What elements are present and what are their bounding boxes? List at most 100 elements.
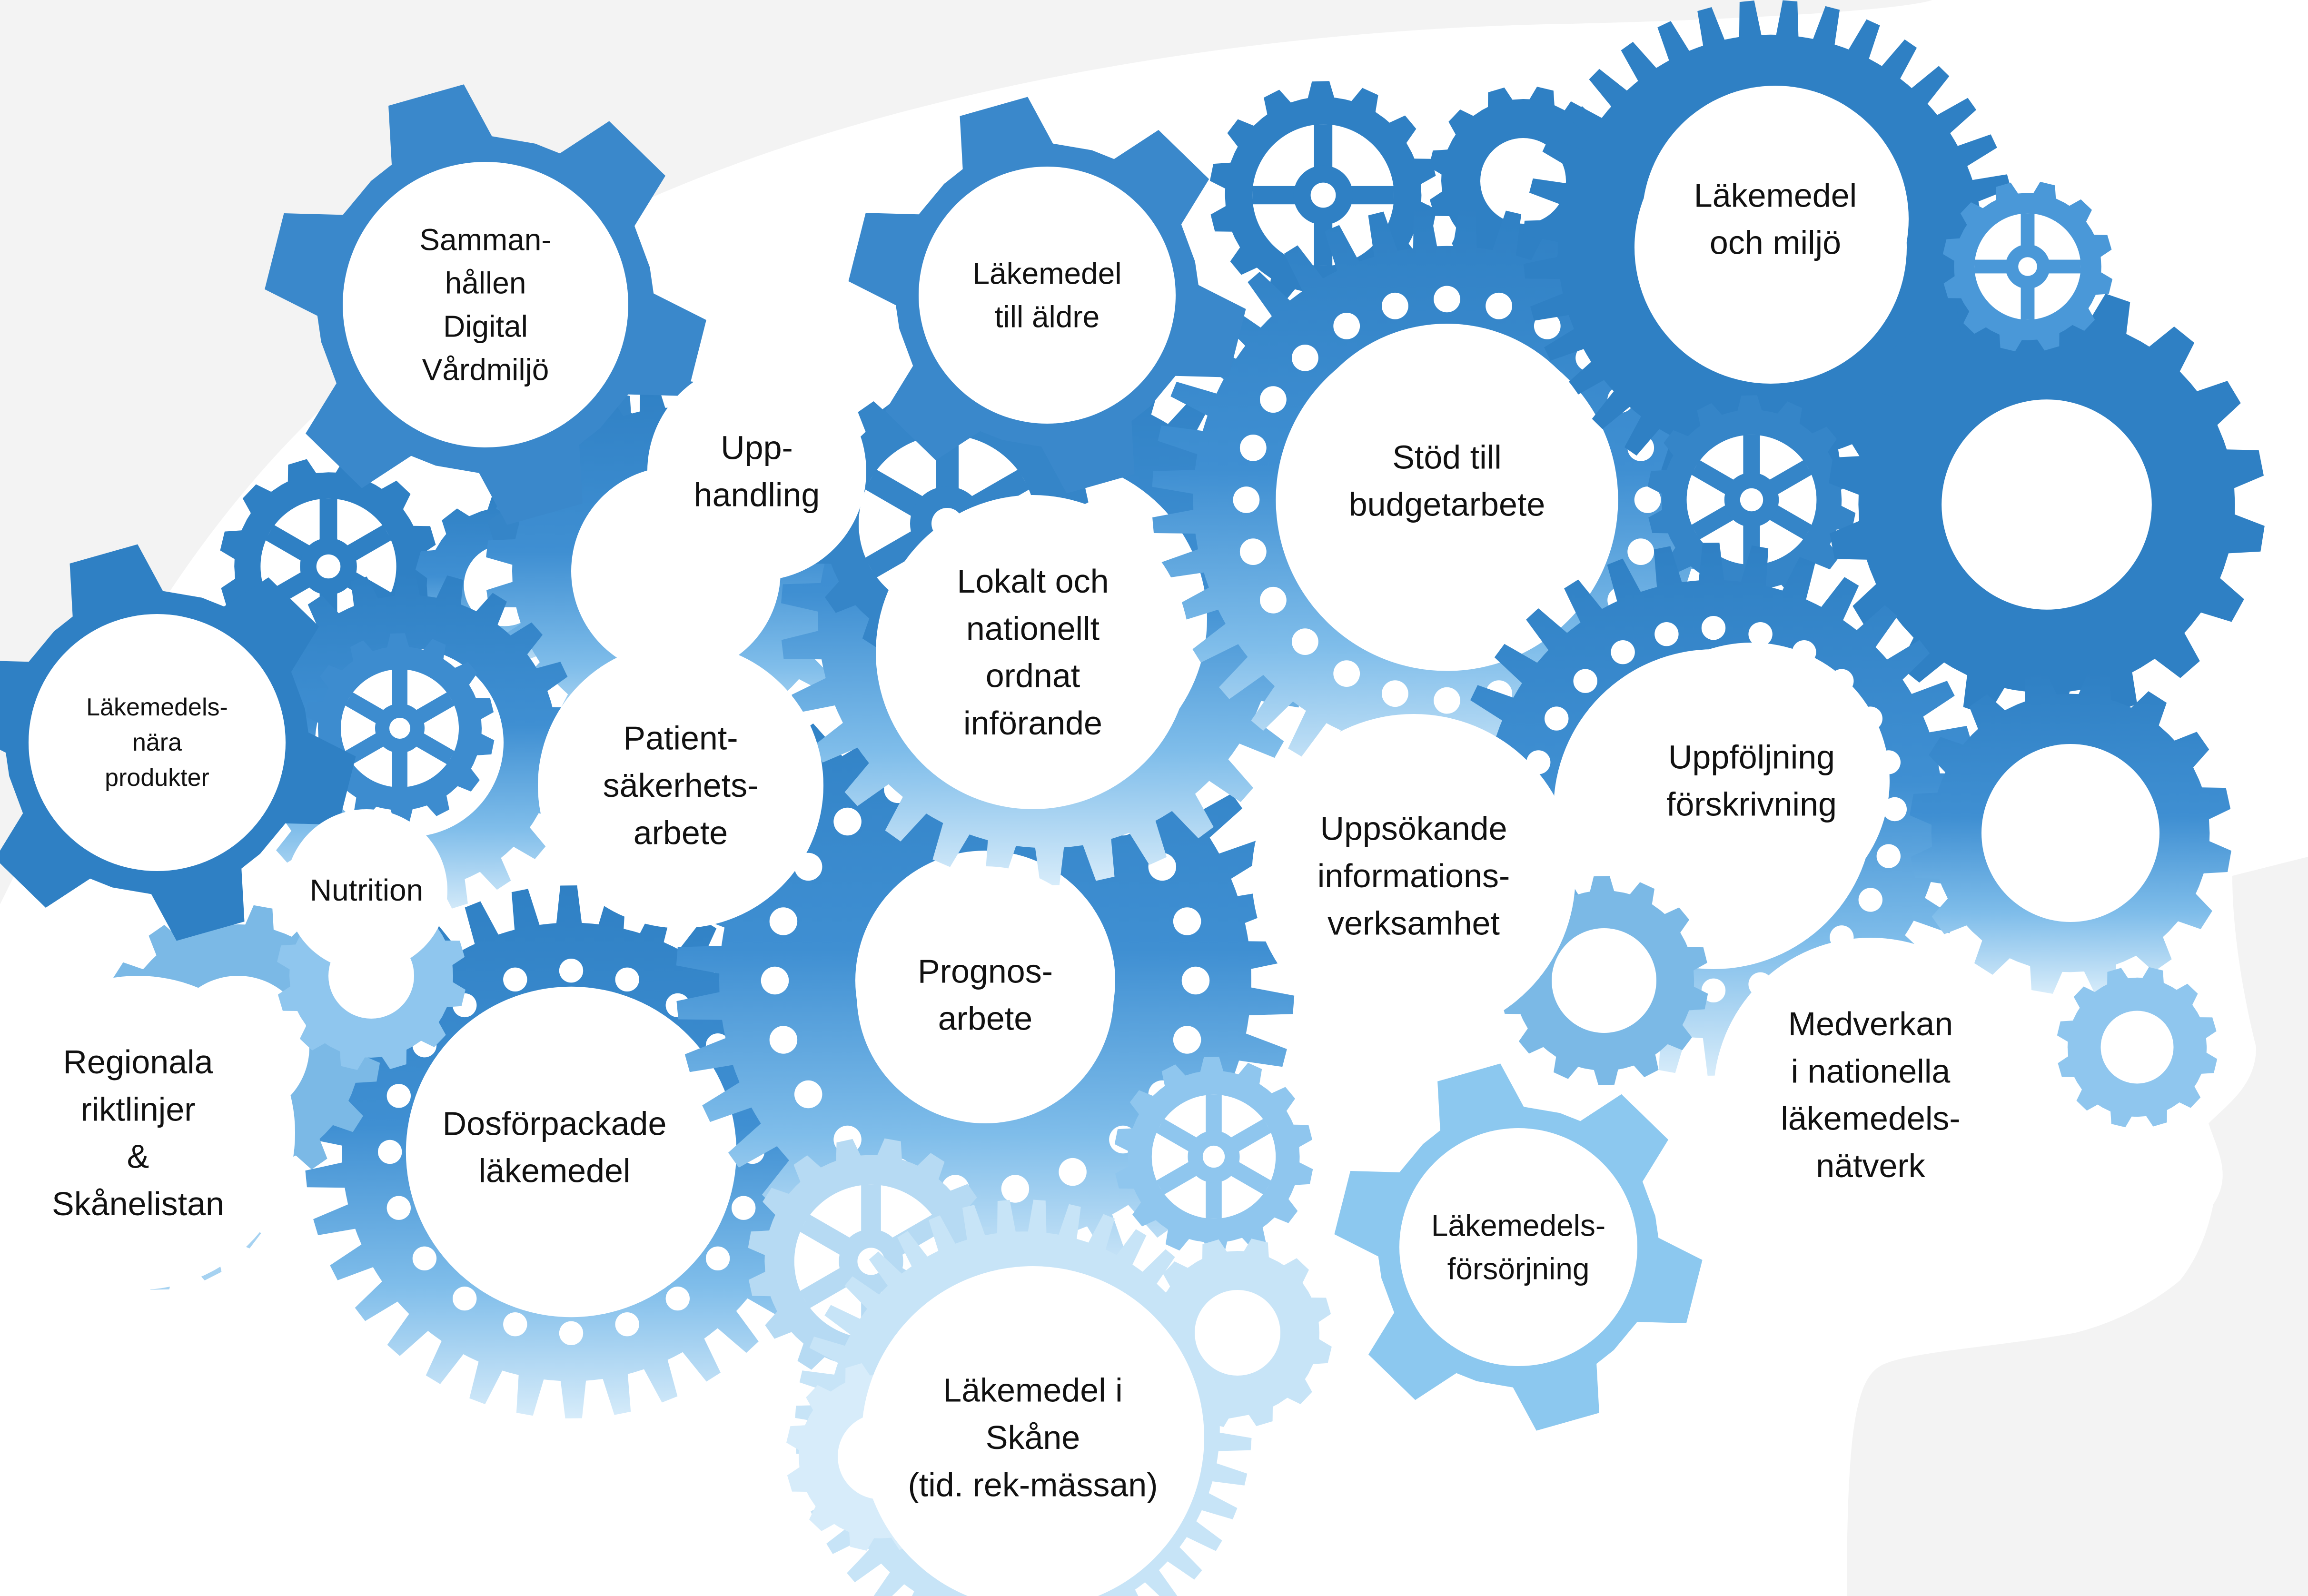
gear-hole (386, 1084, 411, 1108)
topic-label-line: arbete (938, 1000, 1032, 1037)
topic-label-line: Läkemedels- (86, 694, 228, 721)
gear-icon (1910, 672, 2231, 994)
gear-hole (1233, 486, 1260, 513)
gear-hole (1239, 538, 1267, 565)
topic-bubble (1642, 86, 1909, 352)
gear-hole (1382, 292, 1408, 319)
gear-icon (2057, 967, 2218, 1128)
topic-label-line: Dosförpackade (443, 1105, 667, 1142)
topic-label-line: (tid. rek-mässan) (908, 1466, 1158, 1503)
gear-hole (1292, 628, 1318, 655)
gear-hole (559, 1321, 584, 1345)
topic-label-line: nationellt (966, 610, 1100, 647)
gear-hole (1059, 1158, 1087, 1186)
gear-hole (1545, 706, 1569, 731)
topic-label-line: Skåne (986, 1419, 1080, 1456)
gear-icon (305, 633, 495, 823)
topic-label-line: Läkemedels- (1431, 1209, 1605, 1243)
topic-label-line: införande (963, 704, 1102, 742)
topic-upphandling: Upp-handling (647, 362, 866, 581)
gear-hole (378, 1140, 402, 1164)
gear-hole (1654, 622, 1679, 646)
topic-labels: Samman-hållenDigitalVårdmiljöLäkemedelti… (0, 84, 2028, 1596)
gear-hole (1382, 680, 1408, 707)
topic-bubble (919, 167, 1176, 424)
topic-label-line: riktlinjer (80, 1090, 195, 1128)
topic-label-line: Digital (443, 309, 528, 343)
gear-hole (1486, 292, 1513, 319)
gear-hole (1333, 313, 1360, 339)
topic-label-line: Uppföljning (1668, 738, 1835, 775)
topic-bubble (1399, 1128, 1637, 1366)
topic-regionala: Regionala riktlinjer & Skånelistan (0, 976, 295, 1290)
gear-hole (453, 1286, 477, 1311)
topic-patientsakerhet: Patient-säkerhets-arbete (538, 643, 823, 928)
topic-bubble (1290, 324, 1604, 638)
topic-label-line: produkter (105, 764, 209, 792)
topic-label-line: Skånelistan (52, 1185, 224, 1222)
topic-till-aldre: Läkemedel till äldre (848, 97, 1246, 494)
gear-hole (559, 959, 584, 983)
gear-icon (1647, 395, 1856, 605)
topic-bubble (29, 614, 286, 871)
topic-label-line: Samman- (419, 223, 551, 257)
topic-label-line: verksamhet (1327, 904, 1500, 942)
gear-hole (794, 1080, 822, 1109)
gear-hole (615, 1312, 639, 1337)
topic-label-line: Patient- (623, 720, 738, 757)
gear-hole (732, 1196, 756, 1220)
gear-hole (386, 1196, 411, 1220)
topic-bubble (1614, 643, 1890, 919)
gear-hole (1181, 966, 1210, 995)
topic-label-line: & (127, 1138, 149, 1175)
topic-bubble (538, 643, 823, 928)
topic-label-line: försörjning (1447, 1251, 1590, 1286)
topic-label-line: budgetarbete (1349, 486, 1545, 523)
gear-icon (1114, 1057, 1313, 1257)
gear-hole (665, 1286, 690, 1311)
gear-center (1480, 138, 1566, 224)
gear-hole (1001, 1175, 1030, 1203)
topic-uppfoljning: Uppföljning förskrivning (1614, 643, 1890, 919)
topic-label-line: i nationella (1791, 1052, 1951, 1090)
gear-hole (1858, 888, 1882, 912)
topic-label-line: hållen (445, 266, 526, 300)
gear-axle (1202, 1145, 1225, 1168)
topic-label-line: Prognos- (918, 952, 1053, 990)
gear-hole (761, 966, 789, 995)
topic-label-line: arbete (634, 814, 728, 851)
topic-uppsokande: Uppsökande informations-verksamhet (1252, 714, 1575, 1038)
topic-label-line: nätverk (1816, 1147, 1926, 1184)
topic-label-line: Regionala (63, 1043, 213, 1081)
topic-bubble (857, 866, 1114, 1123)
gear-axle (2018, 257, 2037, 276)
gear-hole (1882, 797, 1907, 822)
topic-label-line: Uppsökande (1320, 810, 1507, 847)
gear-hole (1292, 345, 1318, 371)
gear-hole (1239, 435, 1267, 461)
topic-label-line: Upp- (721, 429, 793, 466)
topic-label-line: till äldre (995, 299, 1100, 334)
topic-label-line: Läkemedel (1694, 177, 1857, 214)
topic-prognos: Prognos-arbete (857, 866, 1114, 1123)
topic-nutrition: Nutrition (286, 809, 447, 971)
gear-axle (1740, 488, 1763, 512)
topic-label-line: förskrivning (1666, 786, 1837, 823)
topic-label-line: Medverkan (1788, 1005, 1953, 1042)
gear-hole (769, 1026, 798, 1054)
gear-hole (1573, 669, 1597, 693)
topic-bubble (343, 162, 628, 447)
gear-hole (705, 1246, 730, 1270)
topic-label-line: läkemedel (478, 1152, 630, 1190)
gear-axle (389, 718, 410, 739)
gear-hole (1876, 844, 1901, 868)
topic-label-line: informations- (1317, 857, 1510, 894)
gear-hole (1634, 486, 1661, 513)
topic-bubble (0, 976, 295, 1290)
topic-bubble (647, 362, 866, 581)
topic-label-line: Läkemedel (972, 257, 1121, 291)
